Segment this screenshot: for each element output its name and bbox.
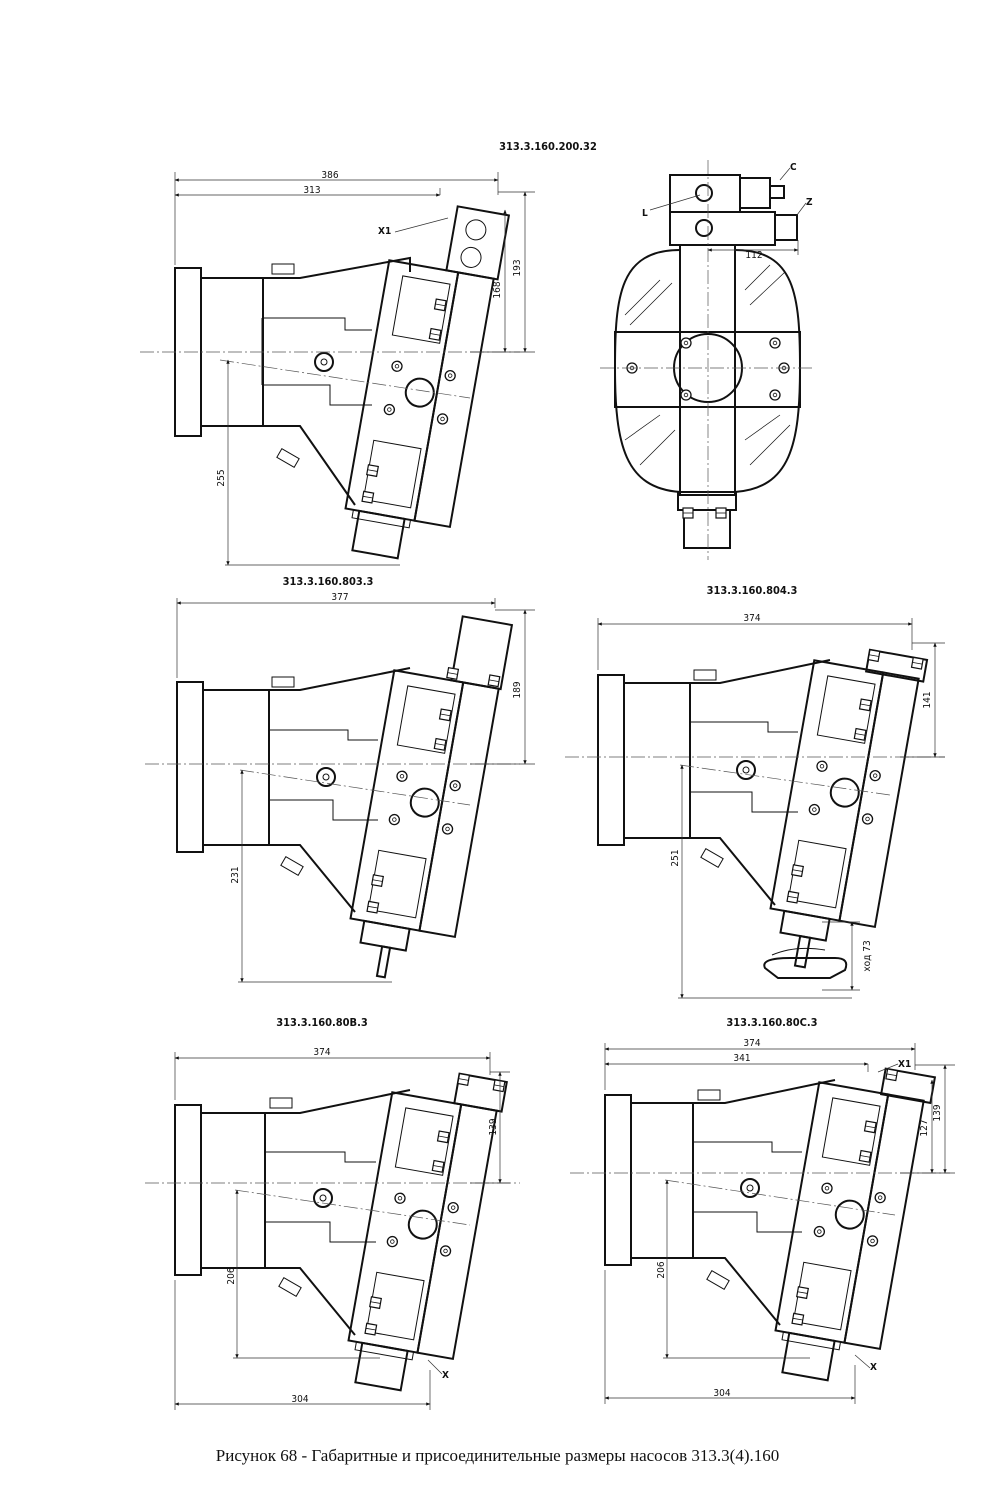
- label-c: C: [790, 162, 797, 173]
- dim-255: 255: [216, 469, 227, 486]
- figure-1-title: 313.3.160.200.32: [499, 140, 597, 153]
- dim-112: 112: [745, 250, 762, 261]
- figure-1-side-view: 313.3.160.200.32: [140, 140, 597, 566]
- label-x-b: X: [870, 1362, 877, 1373]
- dim-374-c: 374: [743, 1038, 760, 1049]
- figure-2: 313.3.160.803.3 377: [145, 575, 535, 983]
- dim-374: 374: [743, 613, 760, 624]
- dim-313: 313: [303, 185, 320, 196]
- dim-251: 251: [670, 849, 681, 866]
- figure-4-title: 313.3.160.80B.3: [276, 1016, 368, 1029]
- label-x: X: [442, 1370, 449, 1381]
- dim-206: 206: [226, 1267, 237, 1284]
- label-x1: X1: [378, 226, 391, 237]
- dim-stroke-73: ход 73: [862, 940, 873, 971]
- figure-2-title: 313.3.160.803.3: [283, 575, 374, 588]
- figure-5-title: 313.3.160.80C.3: [726, 1016, 817, 1029]
- dim-304: 304: [291, 1394, 308, 1405]
- figure-5: 313.3.160.80C.3 374 3: [570, 1016, 955, 1404]
- figure-1-end-view: 112 C L Z: [600, 160, 815, 560]
- dim-206-b: 206: [656, 1261, 667, 1278]
- figure-caption: Рисунок 68 - Габаритные и присоединитель…: [215, 1446, 780, 1465]
- dim-141: 141: [922, 691, 933, 708]
- dim-341: 341: [733, 1053, 750, 1064]
- figure-3: 313.3.160.804.3 374: [565, 584, 945, 999]
- dim-386: 386: [321, 170, 338, 181]
- label-z: Z: [806, 197, 813, 208]
- dim-139-b: 139: [932, 1104, 943, 1121]
- dim-231: 231: [230, 866, 241, 883]
- figure-3-title: 313.3.160.804.3: [707, 584, 798, 597]
- technical-drawing: 313.3.160.200.32: [140, 140, 955, 1410]
- figure-4: 313.3.160.80B.3 374: [145, 1016, 520, 1410]
- label-l: L: [642, 208, 648, 219]
- dim-127: 127: [919, 1119, 930, 1136]
- label-x1-b: X1: [898, 1059, 911, 1070]
- dim-139: 139: [488, 1118, 499, 1135]
- dim-374-b: 374: [313, 1047, 330, 1058]
- dim-377: 377: [331, 592, 348, 603]
- dim-304-b: 304: [713, 1388, 730, 1399]
- dim-193: 193: [512, 259, 523, 276]
- dim-168: 168: [492, 281, 503, 298]
- dim-189: 189: [512, 681, 523, 698]
